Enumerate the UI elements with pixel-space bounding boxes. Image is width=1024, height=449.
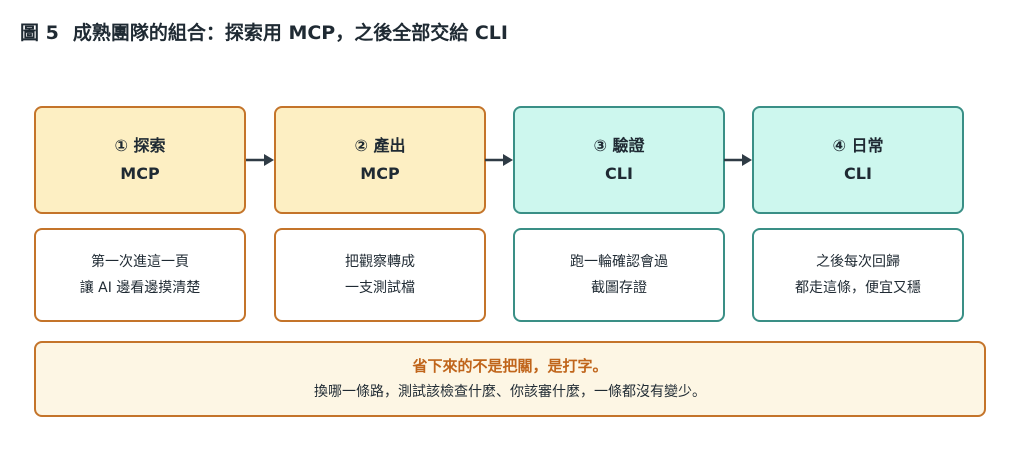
note-line: 之後每次回歸 — [816, 254, 900, 270]
stage-daily: ④ 日常 CLI — [752, 106, 964, 214]
figure-number: 圖 5 — [20, 22, 59, 44]
arrow-right-icon — [246, 154, 274, 166]
stage-tool: MCP — [360, 164, 400, 183]
stage-label: ② 產出 — [354, 136, 406, 155]
stage-tool: CLI — [605, 164, 633, 183]
note-line: 讓 AI 邊看邊摸清楚 — [79, 280, 201, 296]
summary-text: 換哪一條路，測試該檢查什麼、你該審什麼，一條都沒有變少。 — [314, 384, 706, 400]
note-line: 跑一輪確認會過 — [570, 254, 668, 270]
stage-tool: MCP — [120, 164, 160, 183]
summary-highlight: 省下來的不是把關，是打字。 — [412, 357, 608, 375]
figure-title: 圖 5 成熟團隊的組合：探索用 MCP，之後全部交給 CLI — [20, 18, 508, 45]
stage-note-explore: 第一次進這一頁 讓 AI 邊看邊摸清楚 — [34, 228, 246, 322]
note-line: 截圖存證 — [591, 280, 647, 296]
figure-title-text: 成熟團隊的組合：探索用 MCP，之後全部交給 CLI — [72, 22, 508, 44]
stage-label: ① 探索 — [114, 136, 166, 155]
stage-note-verify: 跑一輪確認會過 截圖存證 — [513, 228, 725, 322]
note-line: 第一次進這一頁 — [91, 254, 189, 270]
stage-note-produce: 把觀察轉成 一支測試檔 — [274, 228, 486, 322]
stage-label: ③ 驗證 — [593, 136, 645, 155]
arrow-right-icon — [724, 154, 752, 166]
note-line: 都走這條，便宜又穩 — [795, 280, 921, 296]
arrow-right-icon — [485, 154, 513, 166]
stage-produce: ② 產出 MCP — [274, 106, 486, 214]
note-line: 一支測試檔 — [345, 280, 415, 296]
note-line: 把觀察轉成 — [345, 254, 415, 270]
stage-tool: CLI — [844, 164, 872, 183]
stage-note-daily: 之後每次回歸 都走這條，便宜又穩 — [752, 228, 964, 322]
stage-verify: ③ 驗證 CLI — [513, 106, 725, 214]
summary-box: 省下來的不是把關，是打字。 換哪一條路，測試該檢查什麼、你該審什麼，一條都沒有變… — [34, 341, 986, 417]
stage-label: ④ 日常 — [832, 136, 884, 155]
stage-explore: ① 探索 MCP — [34, 106, 246, 214]
